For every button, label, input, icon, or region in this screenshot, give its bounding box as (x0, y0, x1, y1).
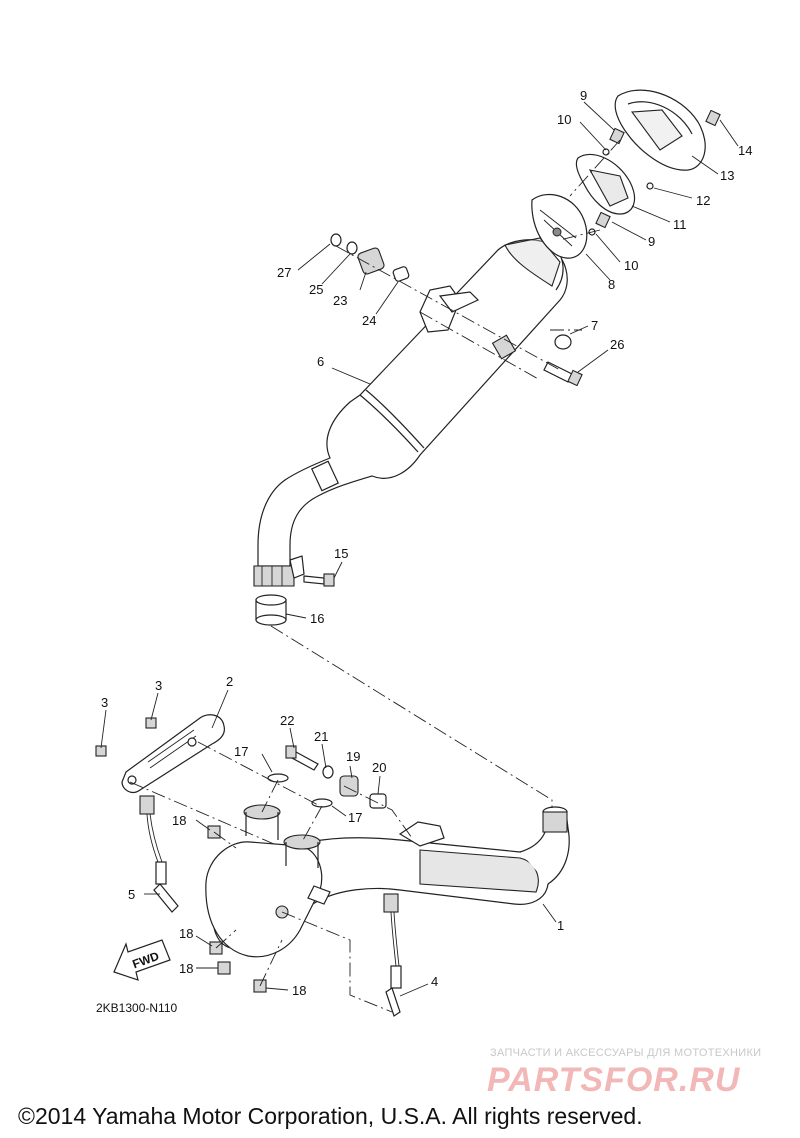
o2-sensor-5[interactable] (139, 795, 179, 913)
callout-15: 15 (334, 546, 348, 561)
watermark-brand: PARTSFOR.RU (487, 1061, 741, 1099)
callout-10: 10 (557, 112, 571, 127)
fwd-arrow: FWD (113, 939, 171, 981)
callout-27: 27 (277, 265, 291, 280)
callout-21: 21 (314, 729, 328, 744)
callout-18: 18 (172, 813, 186, 828)
callout-3: 3 (101, 695, 108, 710)
callout-7: 7 (591, 318, 598, 333)
watermark-tagline: ЗАПЧАСТИ И АКСЕССУАРЫ ДЛЯ МОТОТЕХНИКИ (490, 1047, 761, 1059)
callout-1: 1 (557, 918, 564, 933)
callout-22: 22 (280, 713, 294, 728)
callout-6: 6 (317, 354, 324, 369)
upper-fasteners[interactable] (303, 109, 721, 587)
callout-24: 24 (362, 313, 376, 328)
diagram-code: 2KB1300-N110 (96, 1001, 177, 1015)
callout-5: 5 (128, 887, 135, 902)
callout-20: 20 (372, 760, 386, 775)
callout-18: 18 (179, 926, 193, 941)
lower-fasteners[interactable] (95, 717, 387, 993)
muffler-assembly[interactable] (253, 237, 568, 587)
o2-sensor-4[interactable] (383, 893, 402, 1017)
callout-17: 17 (348, 810, 362, 825)
copyright-notice: ©2014 Yamaha Motor Corporation, U.S.A. A… (18, 1103, 643, 1129)
callout-2: 2 (226, 674, 233, 689)
callout-9: 9 (648, 234, 655, 249)
callout-labels: 1 2 3 3 4 5 6 7 8 9 9 10 10 11 12 13 14 … (101, 88, 752, 998)
heat-shield-2[interactable] (121, 714, 225, 794)
callout-11: 11 (673, 217, 687, 232)
callout-16: 16 (310, 611, 324, 626)
callout-9: 9 (580, 88, 587, 103)
callout-19: 19 (346, 749, 360, 764)
callout-23: 23 (333, 293, 347, 308)
gasket-16[interactable] (255, 594, 287, 626)
callout-26: 26 (610, 337, 624, 352)
callout-25: 25 (309, 282, 323, 297)
callout-12: 12 (696, 193, 710, 208)
callout-13: 13 (720, 168, 734, 183)
callout-3: 3 (155, 678, 162, 693)
callout-4: 4 (431, 974, 438, 989)
callout-14: 14 (738, 143, 752, 158)
callout-17: 17 (234, 744, 248, 759)
header-pipe-assembly[interactable] (205, 804, 570, 958)
callout-8: 8 (608, 277, 615, 292)
end-cap-assembly[interactable] (531, 89, 706, 259)
callout-10: 10 (624, 258, 638, 273)
assembly-lines (129, 139, 621, 1013)
callout-18: 18 (179, 961, 193, 976)
callout-18: 18 (292, 983, 306, 998)
leader-lines (100, 101, 739, 997)
